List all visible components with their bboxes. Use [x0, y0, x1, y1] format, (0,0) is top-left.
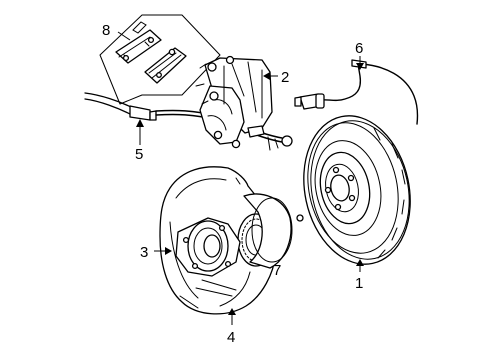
callout-7: 7: [273, 262, 281, 279]
leader-2-arrow: [263, 72, 270, 80]
callout-1: 1: [355, 275, 363, 292]
brake-pad-upper: [115, 29, 162, 64]
abs-wheel-speed-sensor: [294, 59, 419, 125]
leader-3-arrow: [165, 247, 172, 255]
callout-8: 8: [102, 22, 110, 39]
leader-1-arrow: [356, 259, 364, 266]
callout-4: 4: [227, 329, 235, 346]
brake-caliper: [195, 55, 273, 149]
callout-6: 6: [355, 40, 363, 57]
pad-clip: [132, 21, 147, 34]
leader-6-arrow: [356, 63, 364, 70]
callout-5: 5: [135, 146, 143, 163]
callout-2: 2: [281, 69, 289, 86]
brake-pad-lower: [144, 47, 187, 84]
callout-3: 3: [140, 244, 148, 261]
brake-pad-kit: [99, 14, 221, 105]
brake-rotor: [303, 115, 411, 265]
leader-4-arrow: [228, 308, 236, 315]
leader-8: [117, 31, 131, 41]
wheel-hub: [175, 193, 304, 277]
leader-5-arrow: [136, 119, 144, 127]
